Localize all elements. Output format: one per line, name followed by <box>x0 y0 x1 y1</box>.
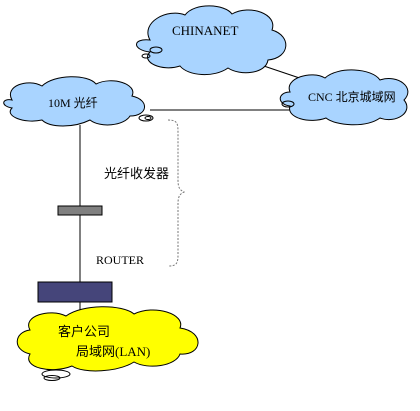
cnc-beijing-cloud: CNC 北京城域网 <box>279 69 409 126</box>
fiber-10m-cloud: 10M 光纤 <box>3 76 154 127</box>
chinanet-label: CHINANET <box>172 23 238 38</box>
fiber-10m-label: 10M 光纤 <box>48 96 98 110</box>
cnc-beijing-label: CNC 北京城域网 <box>308 90 396 104</box>
router-label: ROUTER <box>96 253 144 267</box>
customer-lan-cloud: 客户公司 局域网(LAN) <box>16 306 199 381</box>
chinanet-cloud: CHINANET <box>136 5 287 75</box>
router-device <box>37 281 113 303</box>
lan-label-line2: 局域网(LAN) <box>76 344 150 359</box>
fiber-transceiver <box>57 205 103 216</box>
lan-label-line1: 客户公司 <box>58 324 110 339</box>
transceiver-label: 光纤收发器 <box>104 166 169 181</box>
transceiver-brace <box>167 119 186 267</box>
